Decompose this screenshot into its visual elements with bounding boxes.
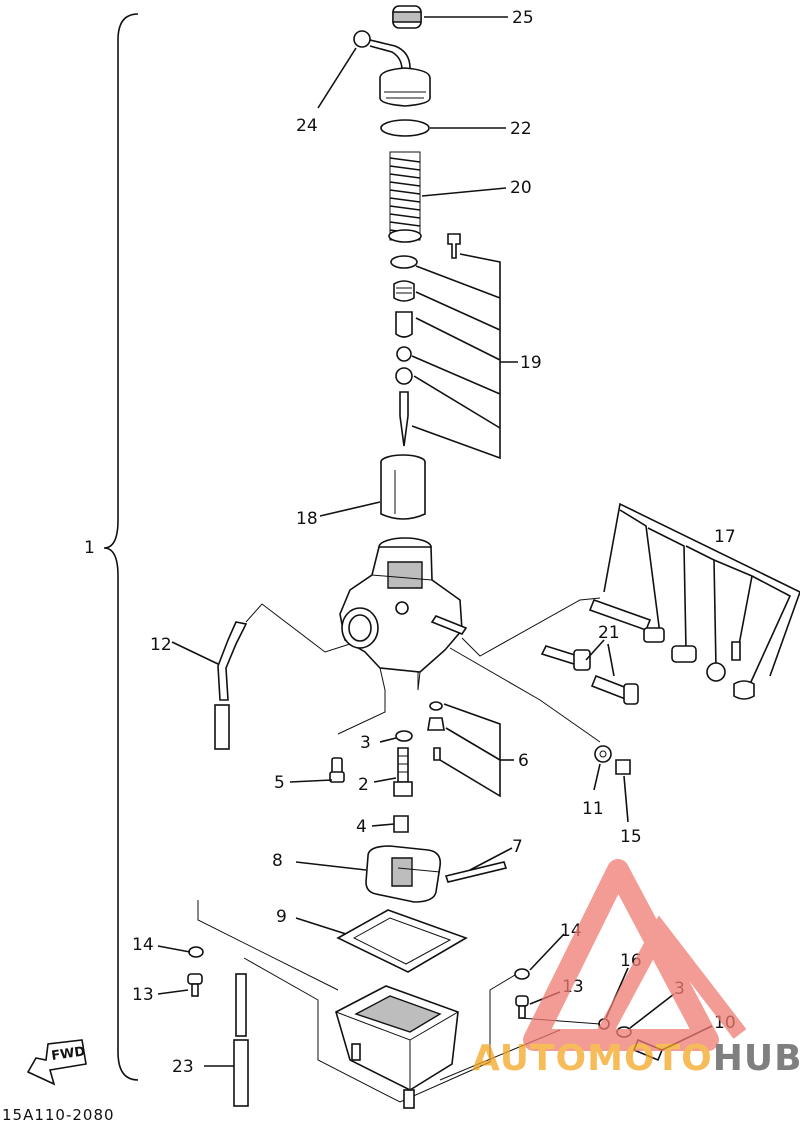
part-jet-needle-set xyxy=(390,233,461,447)
assembly-brace xyxy=(103,13,139,1081)
callout-20: 20 xyxy=(510,178,532,198)
part-screw-5 xyxy=(329,757,345,783)
callout-17: 17 xyxy=(714,527,736,547)
callout-6: 6 xyxy=(518,751,529,771)
callout-24: 24 xyxy=(296,116,318,136)
part-float-pin xyxy=(444,861,508,883)
part-needle-jet-holder xyxy=(393,747,413,797)
automotohub-logo-icon xyxy=(523,859,747,1051)
callout-18: 18 xyxy=(296,509,318,529)
part-throttle-valve xyxy=(380,454,426,520)
part-overflow-hose xyxy=(214,621,248,750)
part-drain-hose xyxy=(233,973,249,1107)
part-washer-11 xyxy=(594,745,612,763)
watermark-text-automoto: AUTOMOTO xyxy=(472,1038,713,1079)
part-throttle-spring xyxy=(388,151,422,243)
fwd-arrow-icon: FWD xyxy=(26,1039,87,1086)
callout-5: 5 xyxy=(274,773,285,793)
callout-8: 8 xyxy=(272,851,283,871)
watermark-text-hub: HUB xyxy=(713,1038,800,1079)
callout-19: 19 xyxy=(520,353,542,373)
part-o-ring xyxy=(395,730,413,742)
part-carburetor-body xyxy=(339,537,468,691)
fwd-label: FWD xyxy=(50,1044,86,1064)
part-mixing-chamber-top xyxy=(353,30,431,107)
part-pilot-screw-set xyxy=(588,598,755,700)
callout-7: 7 xyxy=(512,837,523,857)
callout-12: 12 xyxy=(150,635,172,655)
part-gasket xyxy=(380,119,430,137)
part-screw-13-left xyxy=(187,973,203,997)
part-plug-15 xyxy=(615,759,631,775)
callout-14-left: 14 xyxy=(132,935,154,955)
part-washer-14-right xyxy=(514,968,530,980)
callout-13-left: 13 xyxy=(132,985,154,1005)
bracket-19 xyxy=(411,253,501,460)
part-screw-13-right xyxy=(515,995,529,1019)
callout-21: 21 xyxy=(598,623,620,643)
callout-3-upper: 3 xyxy=(360,733,371,753)
bracket-17 xyxy=(603,502,800,685)
part-needle-jet-group xyxy=(427,701,445,761)
callout-2: 2 xyxy=(358,775,369,795)
part-main-jet xyxy=(393,815,409,833)
svg-text:AUTOMOTOHUB: AUTOMOTOHUB xyxy=(472,1038,800,1079)
callout-22: 22 xyxy=(510,119,532,139)
callout-1: 1 xyxy=(84,538,95,558)
part-float-chamber-gasket xyxy=(336,909,468,973)
part-cap xyxy=(392,5,422,29)
callout-4: 4 xyxy=(356,817,367,837)
drawing-code: 15A110-2080 xyxy=(2,1106,115,1123)
part-float xyxy=(365,845,442,903)
callout-9: 9 xyxy=(276,907,287,927)
callout-23: 23 xyxy=(172,1057,194,1077)
part-float-bowl xyxy=(335,985,459,1109)
callout-15: 15 xyxy=(620,827,642,847)
callout-11: 11 xyxy=(582,799,604,819)
part-throttle-stop-screw xyxy=(540,645,639,705)
bracket-6 xyxy=(439,703,501,798)
part-washer-14-left xyxy=(188,946,204,958)
callout-25: 25 xyxy=(512,8,534,28)
automotohub-watermark: AUTOMOTOHUB xyxy=(472,859,800,1079)
